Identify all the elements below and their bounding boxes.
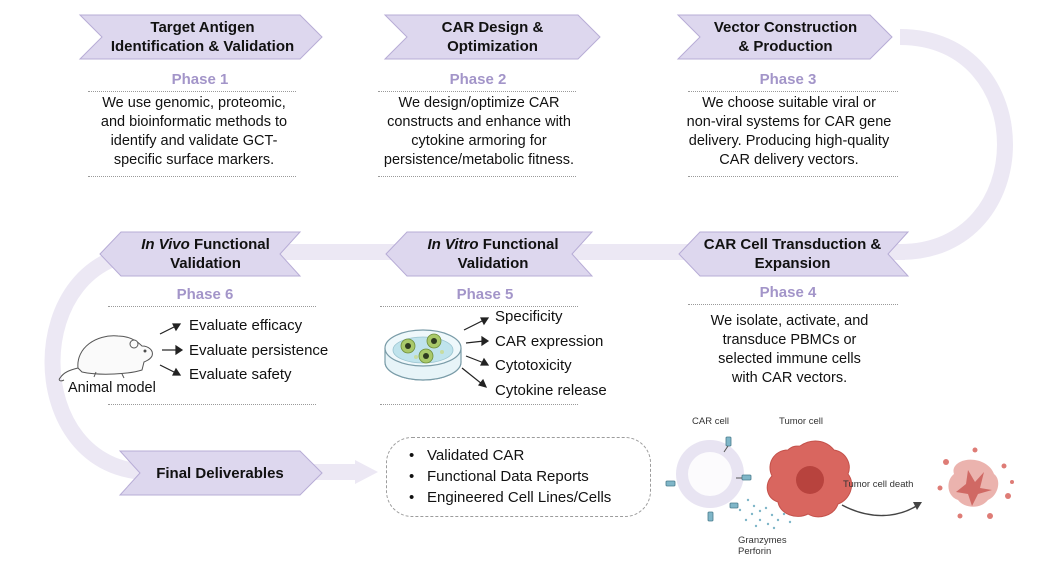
phase3-desc-line: We choose suitable viral or bbox=[702, 95, 876, 111]
granzymes-dots bbox=[738, 498, 792, 530]
phase2-title: CAR Design & Optimization bbox=[400, 15, 585, 59]
chevron-phase5 bbox=[385, 231, 594, 277]
phase2-desc-line: constructs and enhance with bbox=[387, 114, 571, 130]
phase1-desc-line: and bioinformatic methods to bbox=[100, 114, 288, 130]
track-left-curve bbox=[44, 244, 151, 480]
death-arrow bbox=[841, 504, 919, 517]
phase1-desc-line: We use genomic, proteomic, bbox=[102, 95, 286, 111]
phase2-title-line2: Optimization bbox=[447, 38, 538, 55]
phase3-title-line1: Vector Construction bbox=[713, 19, 858, 36]
tumor-cell-death-label: Tumor cell death bbox=[843, 479, 914, 490]
list-item: Evaluate safety bbox=[189, 366, 292, 383]
phase4-desc-line: with CAR vectors. bbox=[731, 370, 848, 386]
phase6-label: Phase 6 bbox=[176, 286, 234, 303]
phase1-title-line2: Identification & Validation bbox=[110, 38, 295, 55]
death-arrowhead bbox=[913, 502, 922, 510]
phase2-desc-line: We design/optimize CAR bbox=[398, 95, 560, 111]
phase1-desc-line: specific surface markers. bbox=[113, 152, 275, 168]
phase2-label: Phase 2 bbox=[449, 71, 507, 88]
list-item: Evaluate efficacy bbox=[189, 317, 303, 334]
tumor-cell-icon bbox=[766, 440, 853, 518]
phase3-desc-line: delivery. Producing high-quality bbox=[688, 133, 890, 149]
phase3-divider-bottom bbox=[688, 176, 898, 177]
phase6-divider-bottom bbox=[108, 404, 316, 405]
phase3-divider-top bbox=[688, 91, 898, 92]
phase3-desc-line: CAR delivery vectors. bbox=[719, 152, 859, 168]
perforin-label: Perforin bbox=[738, 546, 772, 557]
phase3-label: Phase 3 bbox=[759, 71, 817, 88]
tumor-cell-label: Tumor cell bbox=[779, 416, 823, 427]
phase6-title-line2: Validation bbox=[170, 255, 241, 272]
phase3-title-line2: & Production bbox=[738, 38, 833, 55]
granzymes-label: Granzymes bbox=[738, 535, 787, 546]
phase5-title-line2: Validation bbox=[457, 255, 529, 272]
phase6-title-italic: In Vivo bbox=[141, 236, 190, 253]
list-item: Evaluate persistence bbox=[189, 341, 329, 359]
phase3-description: We choose suitable viral or non-viral sy… bbox=[670, 94, 908, 170]
animal-model-label: Animal model bbox=[68, 380, 156, 396]
deliverables-list: Validated CAR Functional Data Reports En… bbox=[409, 445, 611, 508]
phase5-list: Specificity CAR expression Cytotoxicity … bbox=[495, 305, 607, 403]
phase4-title-line1: CAR Cell Transduction & bbox=[703, 236, 882, 253]
dead-tumor-icon bbox=[937, 447, 1014, 519]
deliverables-box: Validated CAR Functional Data Reports En… bbox=[386, 437, 651, 517]
dish-arrows bbox=[461, 317, 490, 388]
mouse-icon bbox=[58, 335, 153, 382]
phase2-desc-line: persistence/metabolic fitness. bbox=[383, 152, 575, 168]
track-bottom-arrowhead bbox=[355, 460, 378, 484]
phase3-desc-line: non-viral systems for CAR gene bbox=[686, 114, 892, 130]
phase2-divider-top bbox=[378, 91, 576, 92]
phase1-title-line1: Target Antigen bbox=[150, 19, 255, 36]
mouse-arrows bbox=[159, 323, 184, 376]
phase1-description: We use genomic, proteomic, and bioinform… bbox=[80, 94, 308, 170]
phase4-title-line2: Expansion bbox=[754, 255, 831, 272]
phase5-title-rest: Functional bbox=[478, 236, 559, 253]
final-deliverables-title: Final Deliverables bbox=[156, 464, 284, 482]
car-cell-label: CAR cell bbox=[692, 416, 729, 427]
phase5-label: Phase 5 bbox=[456, 286, 514, 303]
list-item: Engineered Cell Lines/Cells bbox=[409, 487, 611, 508]
phase2-divider-bottom bbox=[378, 176, 576, 177]
phase4-desc-line: We isolate, activate, and bbox=[710, 313, 869, 329]
phase4-title: CAR Cell Transduction & Expansion bbox=[690, 232, 895, 276]
phase2-desc-line: cytokine armoring for bbox=[411, 133, 547, 149]
list-item: Validated CAR bbox=[409, 445, 611, 466]
phase4-desc-line: selected immune cells bbox=[718, 351, 861, 367]
car-cell-icon bbox=[665, 436, 752, 522]
phase1-label: Phase 1 bbox=[171, 71, 229, 88]
phase1-divider-bottom bbox=[88, 176, 296, 177]
phase2-description: We design/optimize CAR constructs and en… bbox=[365, 94, 593, 170]
phase1-divider-top bbox=[88, 91, 296, 92]
phase1-desc-line: identify and validate GCT- bbox=[110, 133, 278, 149]
phase6-title-rest: Functional bbox=[189, 236, 270, 253]
phase4-desc-line: transduce PBMCs or bbox=[722, 332, 857, 348]
phase6-divider-top bbox=[108, 306, 316, 307]
list-item: CAR expression bbox=[495, 332, 604, 350]
phase2-title-line1: CAR Design & bbox=[441, 19, 544, 36]
chevron-phase6 bbox=[99, 231, 302, 277]
phase5-divider-top bbox=[380, 306, 578, 307]
chevron-phase1 bbox=[78, 14, 323, 60]
chevron-phase2 bbox=[383, 14, 601, 60]
chevron-phase3 bbox=[676, 14, 893, 60]
phase4-description: We isolate, activate, and transduce PBMC… bbox=[672, 312, 907, 388]
phase5-title-italic: In Vitro bbox=[427, 236, 479, 253]
list-item: Cytotoxicity bbox=[495, 357, 572, 374]
phase3-title: Vector Construction & Production bbox=[693, 15, 878, 59]
track-right-curve bbox=[899, 29, 1013, 260]
list-item: Functional Data Reports bbox=[409, 466, 611, 487]
phase6-list: Evaluate efficacy Evaluate persistence E… bbox=[189, 314, 328, 388]
chevron-phase4 bbox=[678, 231, 910, 277]
petri-dish-icon bbox=[384, 329, 462, 381]
chevron-final bbox=[118, 450, 323, 496]
phase4-divider-top bbox=[688, 304, 898, 305]
phase4-label: Phase 4 bbox=[759, 284, 817, 301]
list-item: Cytokine release bbox=[495, 381, 607, 399]
list-item: Specificity bbox=[495, 308, 563, 325]
phase5-divider-bottom bbox=[380, 404, 578, 405]
